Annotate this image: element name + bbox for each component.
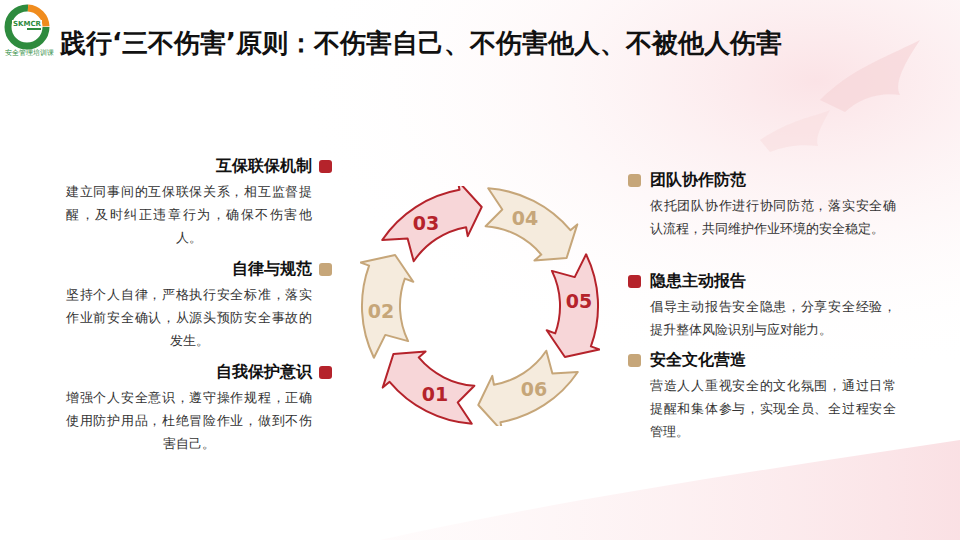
bullet-square	[628, 354, 641, 367]
item-heading: 互保联保机制	[60, 154, 332, 178]
bullet-square	[628, 275, 641, 288]
item-heading: 安全文化营造	[628, 348, 900, 372]
callout-number: 05	[566, 290, 592, 312]
bird-silhouette	[760, 110, 830, 152]
text-item: 自我保护意识增强个人安全意识，遵守操作规程，正确使用防护用品，杜绝冒险作业，做到…	[60, 360, 332, 455]
item-body: 倡导主动报告安全隐患，分享安全经验，提升整体风险识别与应对能力。	[650, 295, 896, 341]
item-heading: 自律与规范	[60, 257, 332, 281]
item-heading: 自我保护意识	[60, 360, 332, 384]
segment-outline	[382, 186, 482, 261]
logo-ring	[8, 8, 46, 46]
callout-number: 01	[422, 383, 448, 405]
background-wave	[380, 440, 960, 540]
text-item: 隐患主动报告倡导主动报告安全隐患，分享安全经验，提升整体风险识别与应对能力。	[628, 269, 900, 341]
slide-title: 践行‘三不伤害’原则：不伤害自己、不伤害他人、不被他人伤害	[60, 26, 782, 61]
logo-text: SKMCR	[12, 20, 42, 28]
bullet-square	[319, 263, 332, 276]
item-body: 坚持个人自律，严格执行安全标准，落实作业前安全确认，从源头预防安全事故的发生。	[66, 283, 312, 352]
segment-outline	[547, 254, 600, 357]
text-item: 自律与规范坚持个人自律，严格执行安全标准，落实作业前安全确认，从源头预防安全事故…	[60, 257, 332, 352]
callout-number: 03	[413, 212, 439, 234]
callout-number: 04	[512, 207, 538, 229]
text-item: 安全文化营造营造人人重视安全的文化氛围，通过日常提醒和集体参与，实现全员、全过程…	[628, 348, 900, 443]
item-body: 建立同事间的互保联保关系，相互监督提醒，及时纠正违章行为，确保不伤害他人。	[66, 180, 312, 249]
cycle-segment: 06	[360, 186, 600, 426]
item-body: 依托团队协作进行协同防范，落实安全确认流程，共同维护作业环境的安全稳定。	[650, 194, 896, 240]
text-item: 团队协作防范依托团队协作进行协同防范，落实安全确认流程，共同维护作业环境的安全稳…	[628, 168, 900, 240]
item-heading: 团队协作防范	[628, 168, 900, 192]
segment-outline	[486, 188, 578, 260]
segment-outline	[478, 351, 578, 426]
item-body: 增强个人安全意识，遵守操作规程，正确使用防护用品，杜绝冒险作业，做到不伤害自己。	[66, 386, 312, 455]
bullet-square	[319, 160, 332, 173]
logo-caption: 安全管理培训课	[5, 48, 54, 58]
logo-ring	[8, 8, 46, 46]
callout-number: 06	[521, 378, 547, 400]
item-body: 营造人人重视安全的文化氛围，通过日常提醒和集体参与，实现全员、全过程安全管理。	[650, 374, 896, 443]
item-heading: 隐患主动报告	[628, 269, 900, 293]
bullet-square	[319, 366, 332, 379]
bullet-square	[628, 174, 641, 187]
segment-outline	[361, 255, 414, 358]
text-item: 互保联保机制建立同事间的互保联保关系，相互监督提醒，及时纠正违章行为，确保不伤害…	[60, 154, 332, 249]
segment-outline	[383, 352, 475, 424]
callout-number: 02	[368, 300, 394, 322]
bird-silhouette	[820, 40, 920, 112]
segment-arrow	[360, 186, 600, 426]
